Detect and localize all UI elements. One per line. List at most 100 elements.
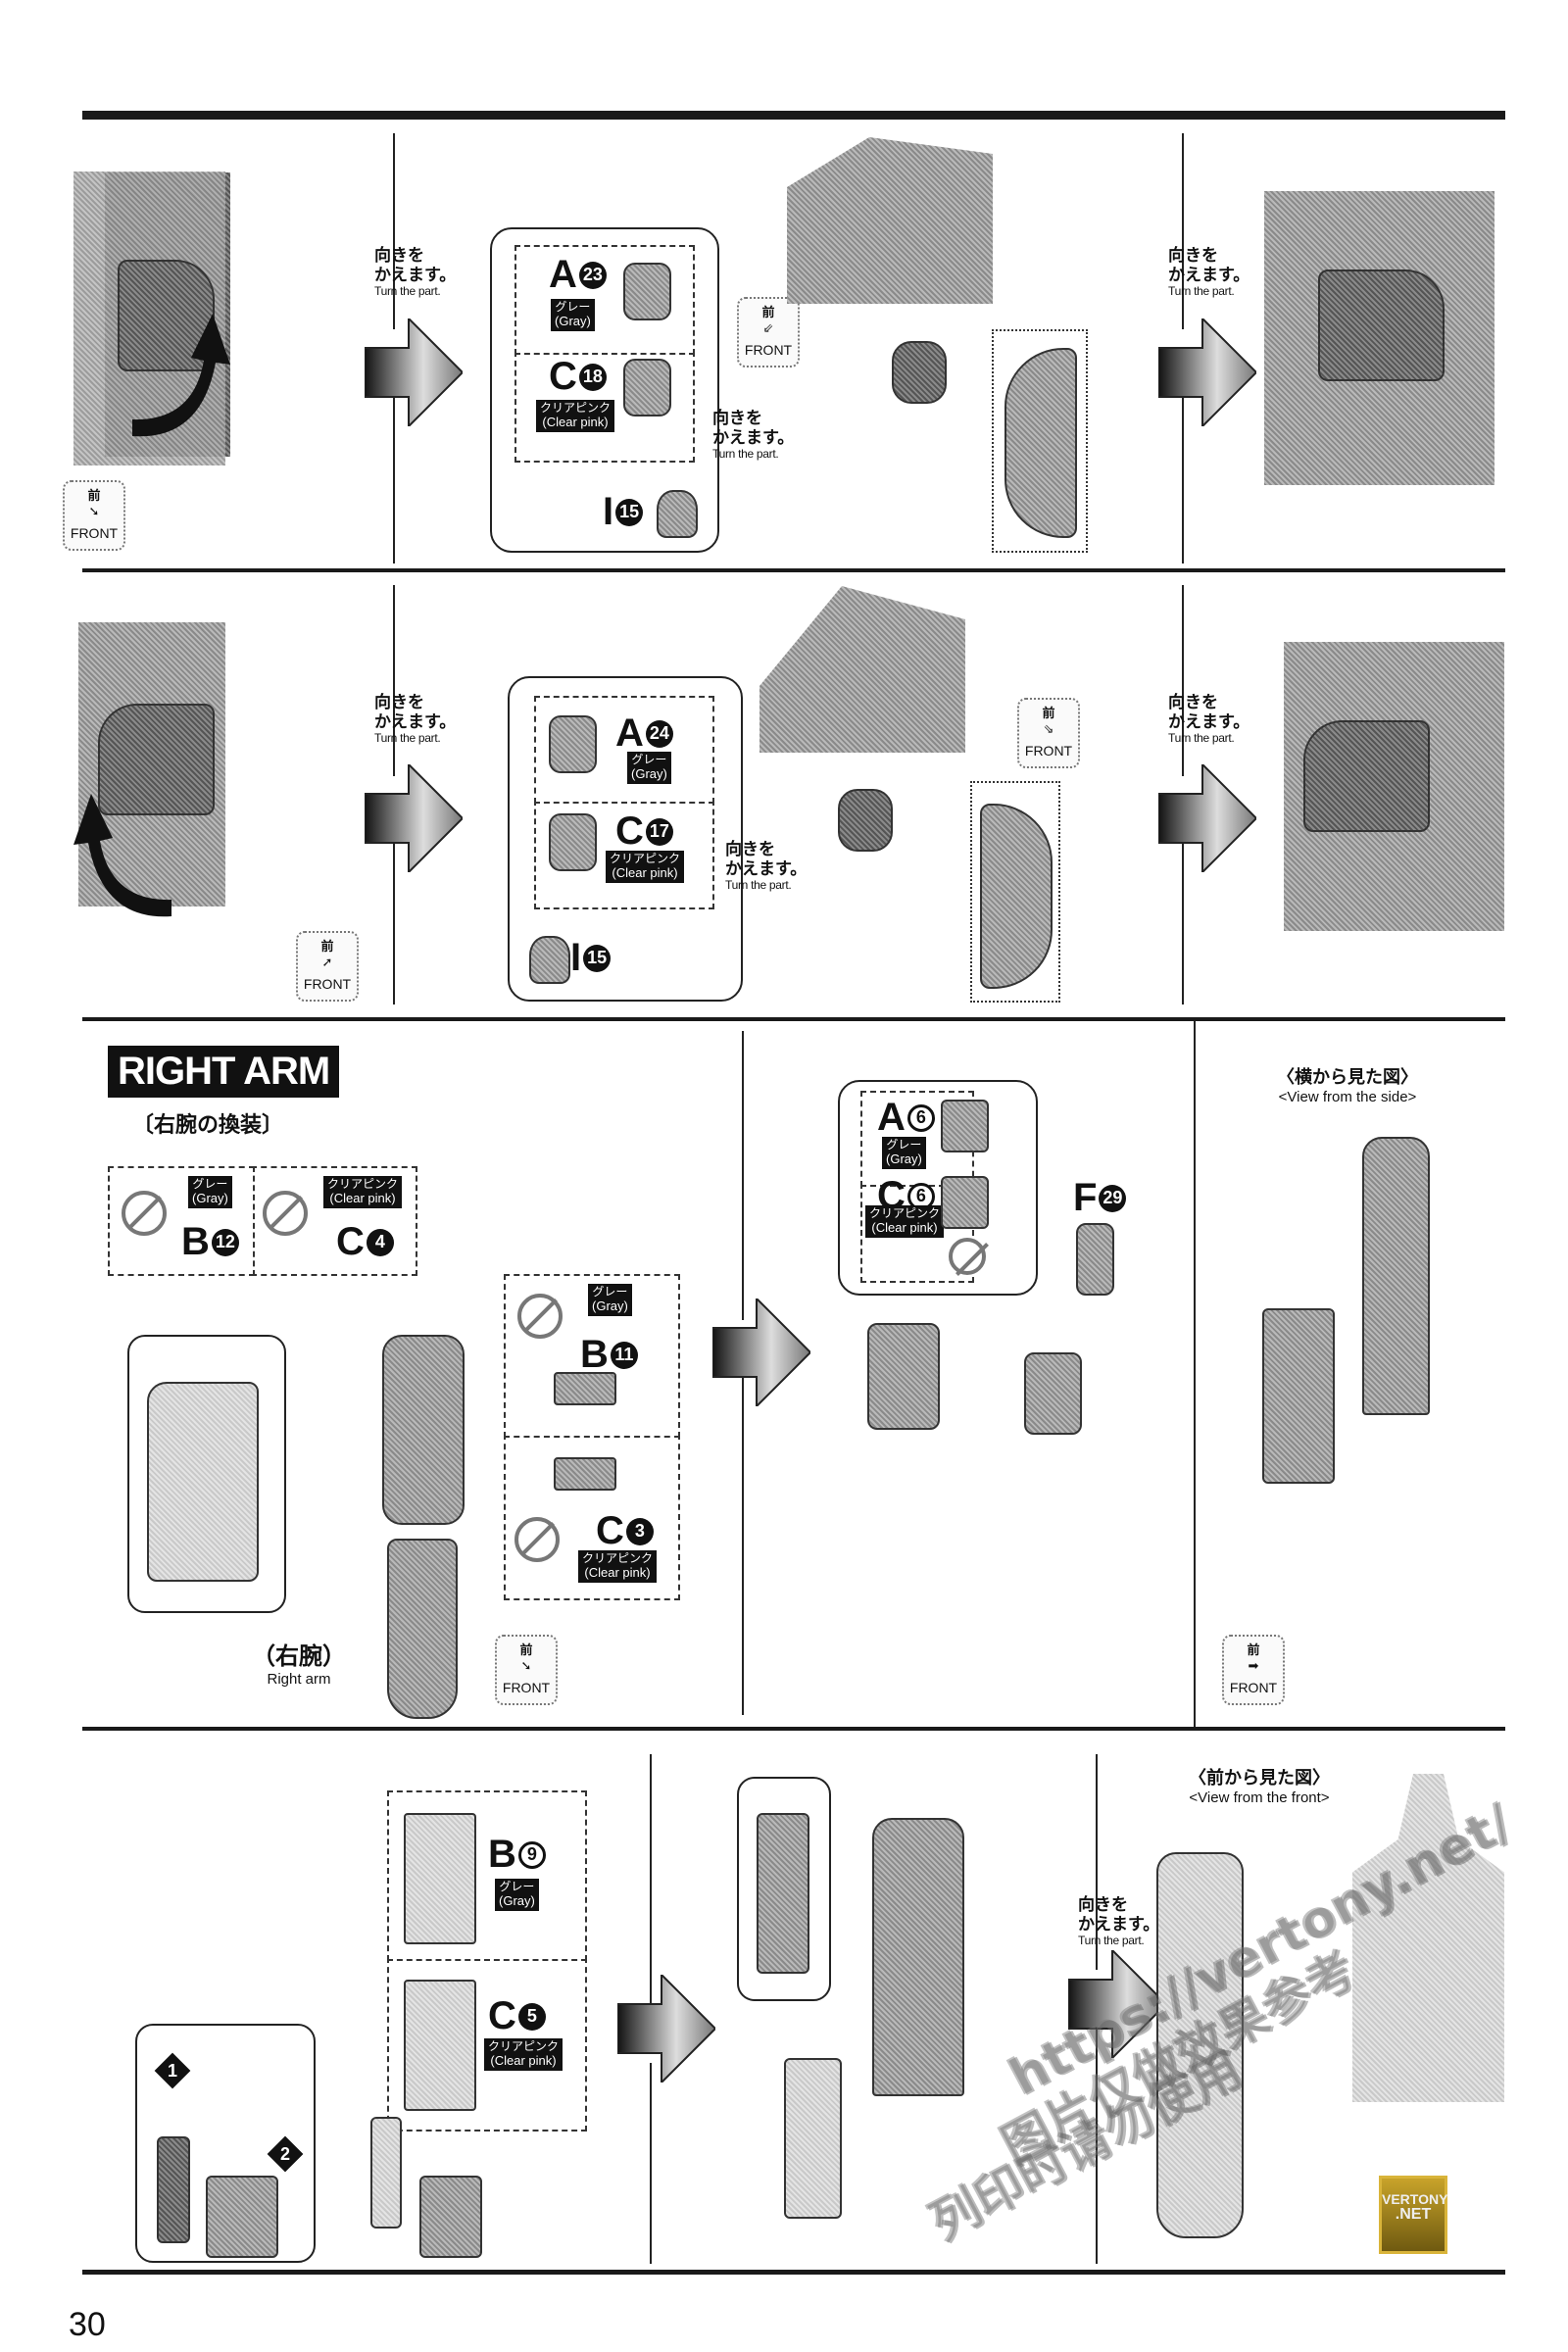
parts-group [514,245,695,355]
page-number: 30 [69,2306,106,2343]
part-i15-illustration [529,936,570,984]
row-rule [82,568,1505,572]
shoulder-illustration [787,137,993,304]
parts-group [108,1166,255,1276]
next-step-arrow-icon [1158,318,1256,426]
forearm-side-view-illustration [1262,1308,1335,1484]
front-arrow-icon: ➘ [520,1658,532,1673]
joint-part-illustration [892,341,947,404]
front-view-caption: 〈前から見た図〉 <View from the front> [1189,1768,1330,1806]
upper-arm-illustration [872,1818,964,2096]
part-c6-illustration [941,1176,989,1229]
divider [650,1754,652,2009]
divider [393,377,395,564]
parts-group [860,1183,974,1283]
part-f29-illustration [1076,1223,1114,1296]
color-tag-gray: グレー(Gray) [588,1284,632,1316]
forearm-armor-illustration [784,2058,842,2219]
turn-part-note: 向きを かえます。 Turn the part. [1168,246,1250,299]
front-arrow-icon: ⇙ [762,320,774,335]
front-indicator: 前 ⇙ FRONT [737,297,800,368]
row-rule [82,1727,1505,1731]
armor-inset-illustration [980,804,1053,989]
divider [393,823,395,1004]
color-tag-pink: クリアピンク(Clear pink) [484,2038,564,2071]
color-tag-gray: グレー(Gray) [882,1137,926,1169]
parts-panel [838,1080,1038,1296]
turn-part-note: 向きを かえます。 Turn the part. [374,693,457,746]
divider [1182,377,1184,564]
part-c17-illustration [549,813,597,871]
arm-illustration [382,1335,465,1525]
section-heading: RIGHT ARM [108,1046,340,1098]
vertony-badge: VERTONY .NET [1379,2176,1447,2254]
detail-inset [992,329,1088,553]
hip-armor-part [1318,270,1445,381]
color-tag-pink: クリアピンク(Clear pink) [323,1176,403,1208]
next-step-arrow-icon [1158,764,1256,872]
color-tag-pink: クリアピンク(Clear pink) [865,1205,945,1238]
divider [1096,2019,1098,2264]
parts-group [534,696,714,804]
part-c5-illustration [404,1980,476,2111]
parts-group [387,1790,587,1961]
color-tag-gray: グレー(Gray) [627,752,671,784]
part-a23-illustration [623,263,671,320]
front-arrow-icon: ➡ [1248,1658,1259,1673]
no-cut-icon [949,1238,986,1275]
top-rule [82,111,1505,120]
part-c18-illustration [623,359,671,416]
armor-flap-illustration [157,2136,190,2243]
next-step-arrow-icon [365,318,463,426]
color-tag-pink: クリアピンク(Clear pink) [578,1550,658,1583]
shoulder-armor-part-illustration [1024,1352,1082,1435]
color-tag-pink: クリアピンク(Clear pink) [536,400,615,432]
divider [742,1031,744,1320]
no-cut-icon [517,1294,563,1339]
shoulder-detail-illustration [147,1382,259,1582]
turn-part-note: 向きを かえます。 Turn the part. [725,840,808,893]
next-step-arrow-icon [1068,1950,1166,2058]
turn-part-note: 向きを かえます。 Turn the part. [374,246,457,299]
bottom-rule [82,2270,1505,2275]
next-step-arrow-icon [617,1975,715,2082]
parts-group [504,1434,680,1600]
assembled-arm-illustration [1156,1852,1244,2238]
hip-armor-part [1303,720,1430,832]
front-indicator: 前 ⇘ FRONT [1017,698,1080,768]
parts-group [514,351,695,463]
front-indicator: 前 ➡ FRONT [1222,1635,1285,1705]
parts-group [504,1274,680,1438]
divider [393,133,395,329]
rotate-arrow-icon [132,314,230,437]
order-2-icon: 2 [267,2135,304,2173]
next-step-arrow-icon [712,1298,810,1406]
front-arrow-icon: ➚ [321,955,333,969]
front-arrow-icon: ➘ [88,504,100,518]
front-indicator: 前 ➘ FRONT [63,480,125,551]
armor-inset-illustration [1004,348,1077,538]
turn-part-note: 向きを かえます。 Turn the part. [712,409,795,462]
divider [1096,1754,1098,1970]
armor-flap-illustration [370,2117,402,2229]
front-indicator: 前 ➘ FRONT [495,1635,558,1705]
parts-group [534,800,714,909]
joint-part-illustration [838,789,893,852]
arm-side-view-illustration [1362,1137,1430,1415]
side-view-caption: 〈横から見た図〉 <View from the side> [1277,1067,1418,1105]
section-subheading: 〔右腕の換装〕 [132,1113,284,1138]
part-b9-illustration [404,1813,476,1944]
part-c3-illustration [554,1457,616,1491]
divider [742,1367,744,1715]
no-cut-icon [263,1191,308,1236]
